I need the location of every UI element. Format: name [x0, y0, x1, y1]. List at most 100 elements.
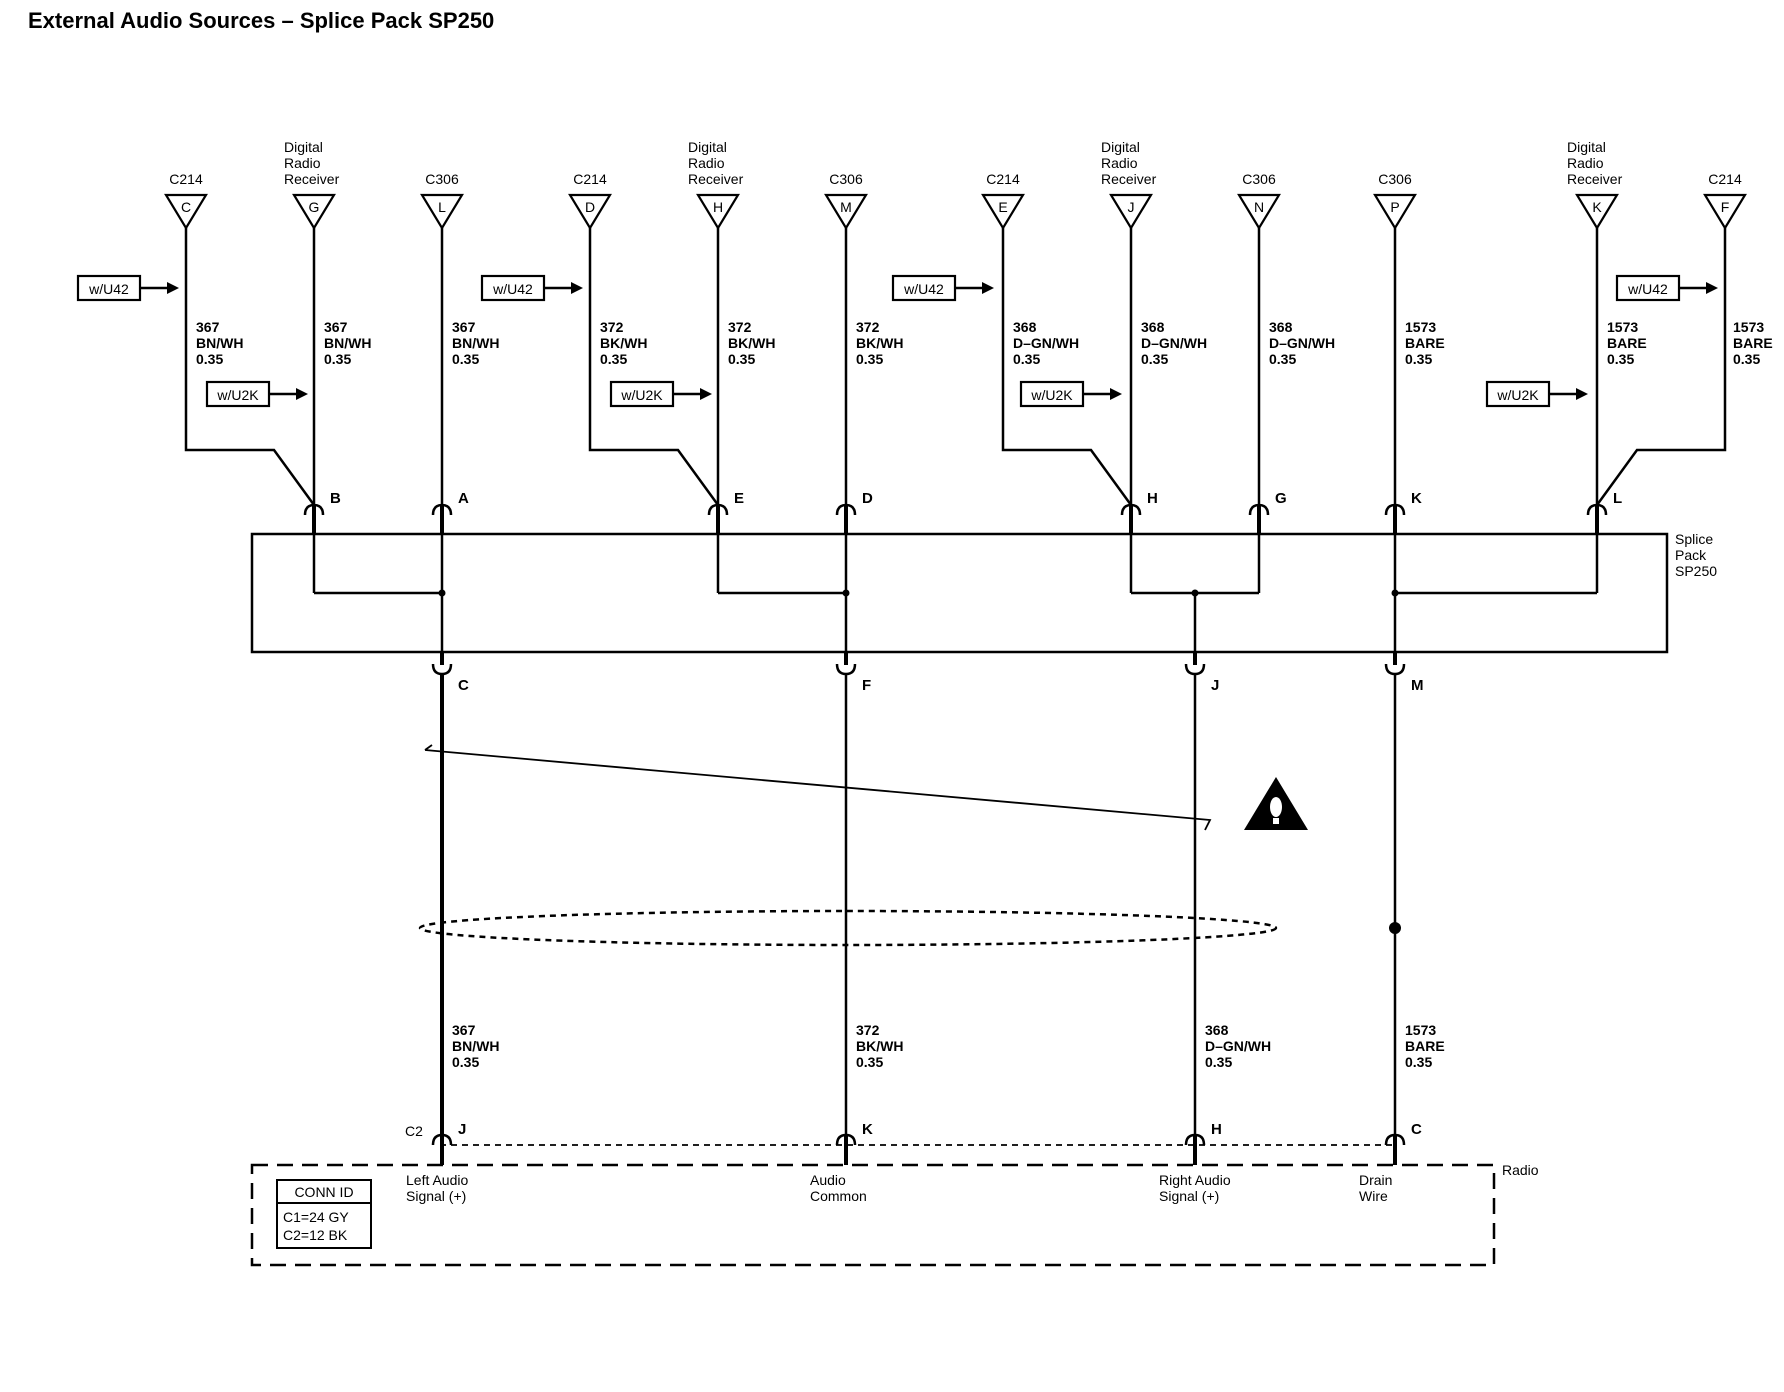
wire-label-line-3: 0.35	[856, 351, 883, 367]
connector-triangle	[1373, 193, 1417, 231]
wire-label-line-3: 0.35	[452, 351, 479, 367]
output-wire-label-line-2: BARE	[1405, 1038, 1445, 1054]
radio-function-line-1: Audio	[810, 1172, 846, 1188]
connector-triangle	[420, 193, 464, 231]
wire-c	[184, 228, 316, 506]
arrow-right-icon	[296, 388, 308, 400]
option-tag-label: w/U42	[1627, 281, 1668, 297]
radio-pin-letter: H	[1211, 1121, 1222, 1138]
splice-pin-k: K	[1384, 490, 1422, 534]
connector-triangle	[981, 193, 1025, 231]
option-tag-wu2k: w/U2K	[1019, 380, 1122, 408]
connector-label: C306	[829, 171, 863, 187]
wire-label-line-2: D–GN/WH	[1141, 335, 1207, 351]
connector-label-line-1: Digital	[1101, 139, 1140, 155]
radio-box	[250, 1163, 1496, 1267]
connector-pin-letter: G	[309, 199, 320, 215]
wire-label-line-1: 367	[324, 319, 348, 335]
radio-label: Radio	[1502, 1162, 1539, 1178]
radio-function-line-1: Left Audio	[406, 1172, 468, 1188]
connector-pin-letter: M	[840, 199, 852, 215]
wire-label-line-2: BARE	[1405, 335, 1445, 351]
radio-pin-letter: K	[862, 1121, 873, 1138]
arrow-right-icon	[571, 282, 583, 294]
wire-label-line-3: 0.35	[728, 351, 755, 367]
wire-label-line-3: 0.35	[1733, 351, 1760, 367]
connector-label-line-1: Digital	[1567, 139, 1606, 155]
connector-label: C214	[1708, 171, 1742, 187]
option-tag-wu42: w/U42	[1615, 274, 1718, 302]
wire-label-line-1: 372	[856, 319, 880, 335]
connector-label-line-3: Receiver	[284, 171, 340, 187]
splice-output-pin-letter: C	[458, 677, 469, 694]
option-tag-wu2k: w/U2K	[205, 380, 308, 408]
connector-pin-letter: H	[713, 199, 723, 215]
connector-label-line-2: Radio	[1101, 155, 1138, 171]
output-wire-label-line-2: BK/WH	[856, 1038, 903, 1054]
output-wire-label-line-2: D–GN/WH	[1205, 1038, 1271, 1054]
wire-label-line-3: 0.35	[196, 351, 223, 367]
output-wire-label-line-3: 0.35	[1205, 1054, 1232, 1070]
pin-hook-bottom	[1184, 663, 1206, 676]
wire-label-line-2: D–GN/WH	[1269, 335, 1335, 351]
wire-label-line-3: 0.35	[1607, 351, 1634, 367]
wire-label-line-1: 368	[1013, 319, 1037, 335]
connector-label: C214	[986, 171, 1020, 187]
connector-triangle	[1237, 193, 1281, 231]
wire-label-line-2: BK/WH	[600, 335, 647, 351]
option-tag-wu2k: w/U2K	[609, 380, 712, 408]
connector-label: C214	[573, 171, 607, 187]
connector-triangle	[824, 193, 868, 231]
splice-output-pin-letter: M	[1411, 677, 1424, 694]
conn-id-title: CONN ID	[294, 1184, 353, 1200]
pin-hook-bottom	[431, 663, 453, 676]
connector-pin-letter: K	[1592, 199, 1602, 215]
connector-label: C306	[1378, 171, 1412, 187]
wire-label-line-1: 367	[196, 319, 220, 335]
wire-label-line-1: 1573	[1733, 319, 1764, 335]
connector-pin-letter: N	[1254, 199, 1264, 215]
option-tag-label: w/U42	[88, 281, 129, 297]
input-connectors: CC214367BN/WH0.35w/U42GDigitalRadioRecei…	[76, 139, 1773, 534]
splice-pack-box	[250, 532, 1669, 654]
splice-pin-letter: E	[734, 490, 744, 507]
splice-pin-letter: D	[862, 490, 873, 507]
connector-pin-letter: J	[1128, 199, 1135, 215]
arrow-right-icon	[167, 282, 179, 294]
connector-pin-letter: E	[998, 199, 1007, 215]
splice-pin-letter: A	[458, 490, 469, 507]
connector-triangle	[1109, 193, 1153, 231]
output-wire-label-line-3: 0.35	[1405, 1054, 1432, 1070]
wire-label-line-2: BK/WH	[856, 335, 903, 351]
option-tag-label: w/U42	[492, 281, 533, 297]
connector-triangle	[1703, 193, 1747, 231]
wire-label-line-1: 1573	[1405, 319, 1436, 335]
option-tag-label: w/U2K	[620, 387, 663, 403]
splice-pin-letter: H	[1147, 490, 1158, 507]
shield-drain-junction	[1389, 922, 1401, 934]
splice-pack-label-line-1: Splice	[1675, 531, 1713, 547]
splice-pin-d: D	[835, 490, 873, 534]
splice-pin-l: L	[1586, 490, 1622, 534]
arrow-right-icon	[1576, 388, 1588, 400]
option-tag-wu42: w/U42	[891, 274, 994, 302]
radio-connector-label: C2	[405, 1123, 423, 1139]
conn-id-line-2: C2=12 BK	[283, 1227, 348, 1243]
wire-label-line-1: 372	[728, 319, 752, 335]
page-title: External Audio Sources – Splice Pack SP2…	[28, 8, 494, 33]
splice-output-pin-letter: J	[1211, 677, 1219, 694]
connector-label-line-1: Digital	[688, 139, 727, 155]
wire-f	[1595, 228, 1727, 506]
splice-pin-letter: G	[1275, 490, 1287, 507]
option-tag-wu42: w/U42	[480, 274, 583, 302]
wire-label-line-3: 0.35	[1141, 351, 1168, 367]
warning-triangle-icon	[1244, 777, 1308, 830]
splice-pin-letter: L	[1613, 490, 1622, 507]
